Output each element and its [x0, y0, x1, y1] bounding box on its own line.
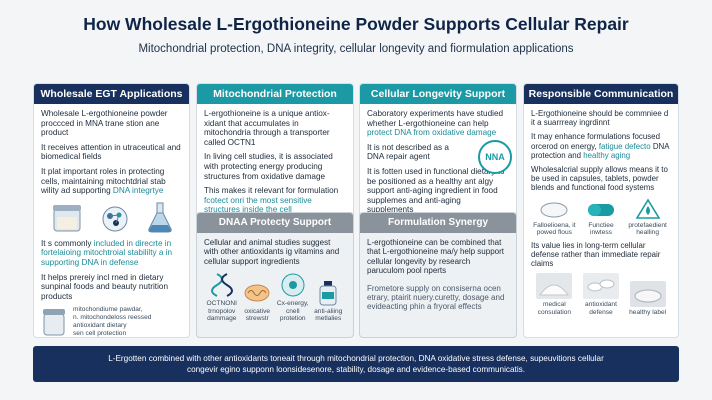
paragraph: L-ergothioneine can be combined that tha…: [367, 238, 504, 276]
list-item: antioxidant dietary: [73, 321, 127, 329]
panel-dna-protection: DNAA Protecty Support Cellular and anima…: [196, 212, 354, 338]
powder-jar-icon: [43, 308, 65, 336]
icon-item: medical consulation: [532, 273, 576, 316]
paragraph: In living cell studies, it is associated…: [204, 152, 333, 181]
icon-row: OCTNONI trnopolov dammage oxicative stre…: [204, 272, 346, 323]
capsule-icon: [587, 203, 614, 216]
icon-item: OCTNONI trnopolov dammage: [204, 272, 240, 323]
paragraph: Its value lies in long-term cellular def…: [531, 240, 661, 269]
claims-row: medical consulation antioxidant defense …: [531, 273, 671, 316]
panel-heading: Wholesale EGT Applications: [34, 84, 189, 104]
paragraph: It plat important roles in protecting ce…: [41, 166, 166, 196]
powder-jar-icon: [52, 204, 81, 232]
icon-item: Falloelioena, it powed flous: [532, 200, 576, 237]
icon-item: Functiee inwtess: [579, 200, 623, 237]
icon-item: Cx-energy, cnell protetion: [275, 272, 311, 323]
footer-line: congevir egino supponn loonsidesenore, s…: [186, 365, 526, 374]
panel-wholesale-applications: Wholesale EGT Applications Wholesale L-e…: [33, 83, 190, 338]
bottle-icon: [319, 280, 337, 306]
dna-helix-icon: [210, 273, 233, 298]
panel-formulation-synergy: Formulation Synergy L-ergothioneine can …: [359, 212, 517, 338]
molecule-icon: [102, 206, 128, 232]
paragraph: Wholesale L-ergothioneine powder proccce…: [41, 109, 168, 138]
paragraph: It helps prereiy incl rned in dietary su…: [41, 272, 168, 301]
tablet-icon: [540, 202, 568, 218]
format-row: Falloelioena, it powed flous Functiee in…: [531, 198, 671, 237]
panel-heading: Responsible Communication: [524, 84, 678, 104]
page-subtitle: Mitochondrial protection, DNA integrity,…: [138, 43, 574, 55]
powder-bowl-icon: [629, 281, 666, 308]
paragraph: It s commonly included in direcrte in fo…: [41, 238, 173, 267]
paragraph: L-ergothioneine is a unique antiox- xida…: [204, 109, 330, 147]
flask-icon: [148, 202, 172, 233]
pills-icon: [582, 273, 619, 300]
footer-line: L-Ergotten combined with other antioxida…: [108, 354, 604, 363]
cell-icon: [281, 273, 305, 297]
leaf-triangle-icon: [635, 198, 661, 219]
list-item: mitochondiume pawdar,: [73, 306, 143, 314]
page-title: How Wholesale L-Ergothioneine Powder Sup…: [83, 14, 629, 34]
paragraph: L-Ergothioneine should be commniee d it …: [531, 109, 669, 128]
paragraph: It may enhance formulations focused orce…: [531, 132, 670, 160]
panel-heading: Cellular Longevity Support: [360, 84, 516, 104]
list-item: n. mitochondeloss reessed: [73, 314, 152, 322]
icon-item: protefaedient healling: [626, 198, 670, 237]
panel-heading: Formulation Synergy: [360, 213, 516, 233]
paragraph: Caboratory experiments have studied whet…: [367, 109, 504, 138]
icon-item: oxicative strewstr: [240, 280, 276, 323]
powder-pile-icon: [536, 273, 573, 300]
paragraph: Cellular and animal studies suggest with…: [204, 238, 340, 266]
panel-heading: DNAA Protecty Support: [197, 213, 353, 233]
panel-heading: Mitochondrial Protection: [197, 84, 353, 104]
icon-item: healthy label: [626, 281, 670, 317]
icon-item: antioxidant defense: [579, 273, 623, 316]
paragraph: Wholesalcrial supply allows means it to …: [531, 165, 668, 193]
paragraph: This makes it relevant for formulation f…: [204, 186, 339, 215]
panel-responsible-communication: Responsible Communication L-Ergothionein…: [523, 83, 679, 338]
paragraph: It is fotten used in functional dietary …: [367, 166, 505, 215]
nna-badge-icon: NNA: [478, 140, 512, 174]
lab-illustration: [41, 201, 182, 233]
icon-item: anti-aliing metlalies: [311, 280, 347, 323]
list-item: sen cell protection: [73, 329, 127, 337]
footer-summary: L-Ergotten combined with other antioxida…: [33, 346, 679, 382]
paragraph: Frometore supply on consiserna ocen etra…: [367, 283, 505, 312]
mitochondria-icon: [244, 284, 270, 302]
paragraph: It receives attention in utraceutical an…: [41, 142, 181, 162]
paragraph: It is not described as a DNA repair agen…: [367, 142, 449, 162]
